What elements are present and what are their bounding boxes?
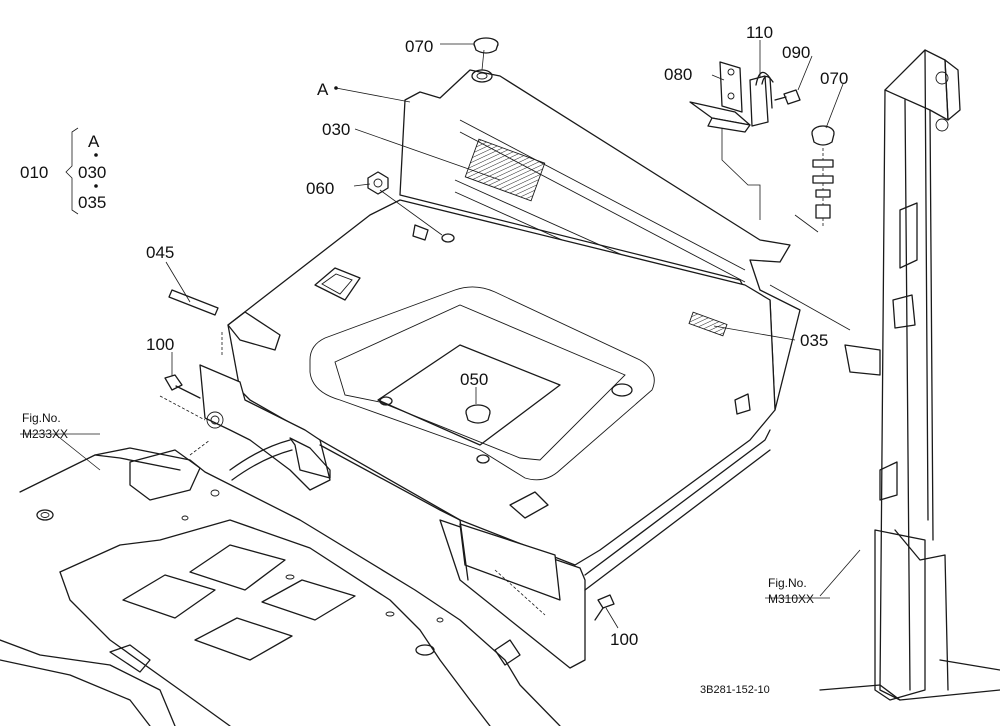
callout-070-right: 070 (820, 69, 848, 88)
callout-035: 035 (800, 331, 828, 350)
figref-right-number: M310XX (768, 592, 814, 606)
callout-100-left: 100 (146, 335, 174, 354)
callout-110: 110 (746, 23, 773, 42)
latch-110 (749, 71, 774, 127)
leader-lines (20, 40, 861, 629)
callout-045: 045 (146, 243, 174, 262)
assembly-member-1: A (88, 132, 100, 151)
side-frame-post-drawing (819, 49, 1000, 701)
nut-060 (367, 171, 455, 243)
lower-frame-drawing (0, 447, 561, 726)
assembly-member-3: 035 (78, 193, 106, 212)
callout-090: 090 (782, 43, 810, 62)
bolt-100-bottom (594, 594, 615, 621)
assembly-code: 010 (20, 163, 48, 182)
callout-030: 030 (322, 120, 350, 139)
figref-right-label: Fig.No. (768, 576, 807, 590)
assembly-bracket (65, 127, 98, 215)
figref-left-label: Fig.No. (22, 411, 61, 425)
plug-cap-070-right (811, 125, 835, 228)
hinge-080 (689, 61, 751, 133)
callout-labels: 070 110 080 090 070 A 030 060 045 100 05… (20, 23, 848, 696)
label-plate-035 (688, 311, 728, 337)
bolt-090 (774, 89, 801, 105)
bolt-100-left (164, 374, 201, 399)
drawing-id: 3B281-152-10 (700, 684, 770, 696)
pin-045 (168, 289, 219, 316)
seat-support-panel (199, 69, 801, 669)
callout-060: 060 (306, 179, 334, 198)
assembly-member-2: 030 (78, 163, 106, 182)
figref-left-number: M233XX (22, 427, 68, 441)
callout-100-bottom: 100 (610, 630, 638, 649)
callout-080: 080 (664, 65, 692, 84)
callout-070-top: 070 (405, 37, 433, 56)
callout-A: A (317, 80, 329, 99)
plug-cap-050 (465, 404, 491, 424)
plug-cap-070-top (471, 37, 499, 83)
callout-050: 050 (460, 370, 488, 389)
